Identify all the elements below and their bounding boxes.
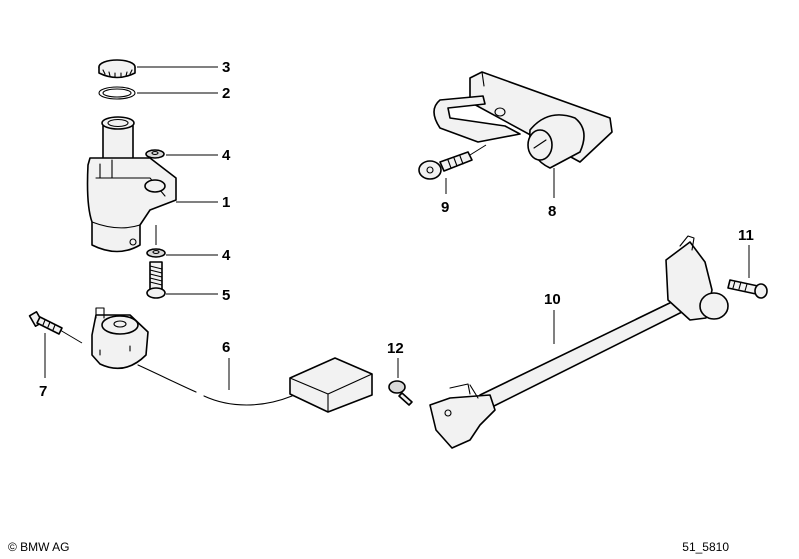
callout-11: 11 <box>738 227 754 244</box>
clip-part <box>388 380 413 406</box>
callout-4-lower: 4 <box>222 247 231 264</box>
callout-8: 8 <box>548 203 556 220</box>
callout-3: 3 <box>222 59 230 76</box>
washer-lower-part <box>146 248 166 258</box>
callout-2: 2 <box>222 85 230 102</box>
callout-7: 7 <box>39 383 47 400</box>
drawing-id-label: 51_5810 <box>682 540 729 554</box>
small-screw-part <box>28 311 63 335</box>
callout-6: 6 <box>222 339 230 356</box>
screw-part <box>146 261 166 299</box>
lock-body-part <box>86 116 177 253</box>
leader-7-to-switch <box>59 329 83 344</box>
switch-with-cable-part <box>91 307 373 413</box>
callout-12: 12 <box>387 340 404 357</box>
cap-nut-part <box>98 59 136 79</box>
adjusting-screw-part <box>727 279 768 299</box>
copyright-label: © BMW AG <box>8 540 70 554</box>
callout-5: 5 <box>222 287 230 304</box>
callout-1: 1 <box>222 194 230 211</box>
lever-rod-part <box>429 235 729 449</box>
callout-9: 9 <box>441 199 449 216</box>
washer-upper-part <box>145 149 165 159</box>
o-ring-part <box>98 86 136 100</box>
callout-4-upper: 4 <box>222 147 231 164</box>
leader-9-to-bracket <box>469 144 487 156</box>
lock-cylinder-bracket-part <box>433 71 613 169</box>
callout-10: 10 <box>544 291 561 308</box>
bolt-part <box>418 151 473 180</box>
